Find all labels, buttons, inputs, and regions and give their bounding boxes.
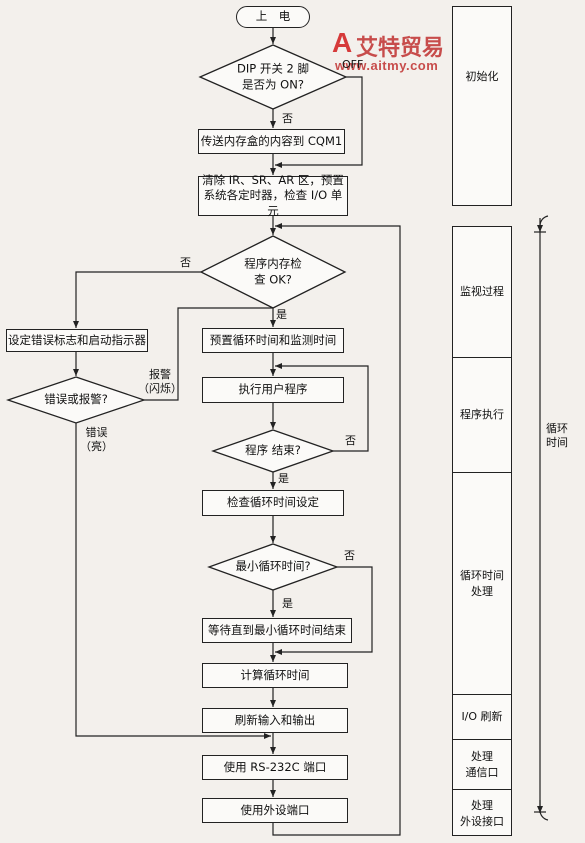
clear-areas-line1: 清除 IR、SR、AR 区，预置 [202, 172, 344, 187]
program-end-text: 程序 结束? [245, 443, 301, 458]
stage-comm-port: 处理 通信口 [453, 739, 511, 789]
dip-question-text: DIP 开关 2 脚 是否为 ON? [237, 61, 309, 92]
stage-peripheral: 处理 外设接口 [453, 789, 511, 837]
use-peripheral-label: 使用外设端口 [240, 802, 310, 817]
check-cycle-box: 检查循环时间设定 [202, 490, 344, 516]
error-alarm-text: 错误或报警? [44, 392, 108, 407]
stage-cycle-processing-line2: 处理 [471, 584, 493, 598]
power-on-terminal: 上 电 [236, 6, 310, 28]
init-label: 初始化 [465, 70, 499, 84]
memory-check-text: 程序内存检 查 OK? [244, 256, 302, 287]
wait-min-cycle-label: 等待直到最小循环时间结束 [208, 622, 346, 637]
cycle-stages-column: 监视过程 程序执行 循环时间 处理 I/O 刷新 处理 通信口 处理 外设接口 [452, 226, 512, 836]
stage-program-exec-label: 程序执行 [460, 408, 504, 422]
stage-io-refresh-label: I/O 刷新 [461, 710, 503, 724]
error-line1: 错误 [85, 426, 108, 439]
program-end-yes-label: 是 [278, 472, 289, 485]
memory-check-no-label: 否 [180, 256, 191, 269]
preset-cycle-box: 预置循环时间和监测时间 [202, 328, 344, 353]
alarm-line1: 报警 [149, 368, 171, 381]
preset-cycle-label: 预置循环时间和监测时间 [209, 332, 337, 347]
error-label: 错误 （亮） [80, 426, 113, 454]
set-error-flag-label: 设定错误标志和启动指示器 [8, 332, 146, 347]
wait-min-cycle-box: 等待直到最小循环时间结束 [202, 618, 352, 643]
execute-user-program-label: 执行用户程序 [238, 382, 308, 397]
transfer-memory-box: 传送内存盒的内容到 CQM1 [198, 129, 345, 154]
stage-monitor: 监视过程 [453, 227, 511, 357]
cycle-time-label: 循环 时间 [546, 420, 568, 452]
stage-peripheral-line1: 处理 [471, 799, 493, 813]
stage-monitor-label: 监视过程 [460, 285, 504, 299]
init-column: 初始化 [452, 6, 512, 206]
refresh-io-label: 刷新输入和输出 [234, 712, 316, 727]
error-line2: （亮） [80, 439, 113, 453]
dip-off-label: OFF [342, 58, 364, 71]
alarm-line2: （闪烁） [138, 381, 182, 395]
use-rs232c-box: 使用 RS-232C 端口 [202, 755, 348, 780]
program-end-no-label: 否 [345, 434, 356, 447]
use-rs232c-label: 使用 RS-232C 端口 [223, 759, 327, 774]
cycle-time-line1: 循环 [546, 422, 568, 435]
memory-check-line1: 程序内存检 [244, 256, 302, 271]
use-peripheral-box: 使用外设端口 [202, 798, 348, 823]
transfer-memory-label: 传送内存盒的内容到 CQM1 [200, 133, 343, 148]
execute-user-program-box: 执行用户程序 [202, 377, 344, 403]
dip-question-line1: DIP 开关 2 脚 [237, 61, 309, 76]
dip-no-label: 否 [282, 112, 293, 125]
stage-io-refresh: I/O 刷新 [453, 694, 511, 739]
refresh-io-box: 刷新输入和输出 [202, 708, 348, 733]
cycle-time-line2: 时间 [546, 435, 568, 449]
brand-watermark-text: 艾特贸易 [356, 35, 445, 60]
stage-program-exec: 程序执行 [453, 357, 511, 472]
check-cycle-label: 检查循环时间设定 [227, 495, 319, 510]
calc-cycle-label: 计算循环时间 [240, 667, 310, 682]
set-error-flag-box: 设定错误标志和启动指示器 [6, 329, 148, 352]
memory-check-yes-label: 是 [276, 308, 287, 321]
memory-check-line2: 查 OK? [254, 272, 292, 286]
min-cycle-yes-label: 是 [282, 597, 293, 610]
stage-comm-port-line1: 处理 [471, 750, 493, 764]
stage-cycle-processing: 循环时间 处理 [453, 472, 511, 694]
stage-cycle-processing-line1: 循环时间 [460, 569, 504, 583]
dip-question-line2: 是否为 ON? [242, 77, 304, 91]
brand-watermark-url: www.aitmy.com [335, 58, 439, 73]
init-cell: 初始化 [453, 7, 511, 147]
brand-watermark-logo: A [332, 27, 353, 58]
min-cycle-no-label: 否 [344, 549, 355, 562]
clear-areas-line2: 系统各定时器，检查 I/O 单元 [203, 188, 343, 218]
min-cycle-text: 最小循环时间? [235, 559, 311, 574]
stage-comm-port-line2: 通信口 [465, 765, 499, 779]
alarm-label: 报警 （闪烁） [138, 368, 182, 396]
stage-peripheral-line2: 外设接口 [460, 814, 504, 828]
power-on-label: 上 电 [255, 9, 291, 24]
calc-cycle-box: 计算循环时间 [202, 663, 348, 688]
clear-areas-box: 清除 IR、SR、AR 区，预置 系统各定时器，检查 I/O 单元 [198, 172, 348, 218]
